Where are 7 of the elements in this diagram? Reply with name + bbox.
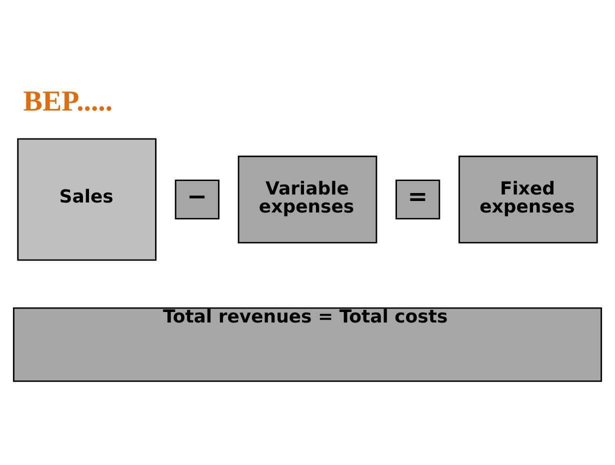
diagram-title: BEP..... [23,85,113,118]
node-box: Total revenues = Total costs [12,307,602,382]
node-box: Fixed expenses [458,156,598,244]
node-box: Variable expenses [238,156,378,244]
node-box: − [174,180,220,220]
node-box: = [396,180,440,220]
node-box: Sales [17,138,157,261]
